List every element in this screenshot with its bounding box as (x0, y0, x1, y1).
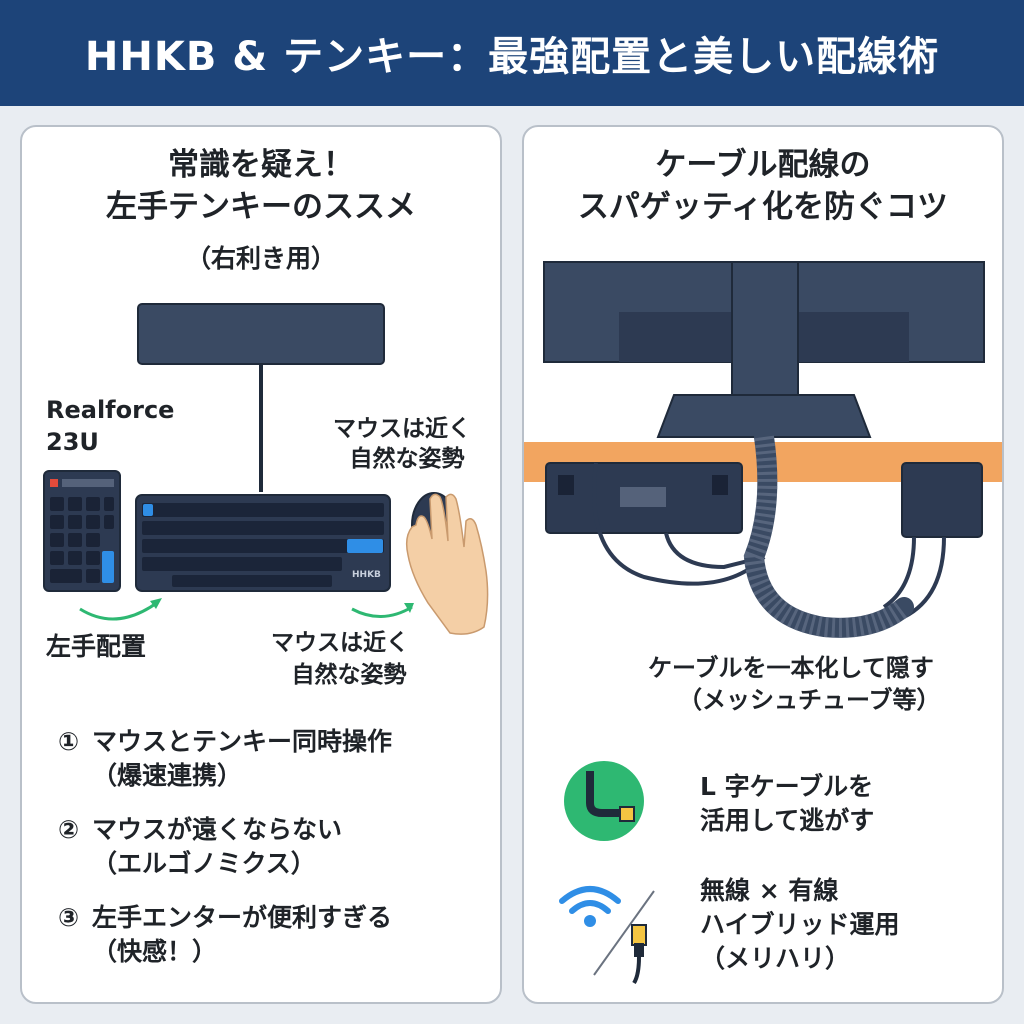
list-item-sub: （快感！） (92, 936, 218, 966)
keyboard-logo: HHKB (352, 570, 381, 580)
list-item-text: マウスが遠くならない (92, 815, 343, 844)
left-hand-label: 左手配置 (46, 632, 147, 661)
usb-hub-icon (901, 462, 983, 538)
monitor-icon (137, 303, 385, 365)
monitor-base (656, 394, 872, 438)
right-panel-title-line1: ケーブル配線の (655, 147, 871, 183)
cable-label-line2: （メッシュチューブ等） (678, 686, 941, 714)
cable (664, 532, 765, 570)
mouse-label-bottom-line1: マウスは近く (271, 630, 409, 656)
right-panel-title-line2: スパゲッティ化を防ぐコツ (577, 189, 949, 225)
list-item-sub: （エルゴノミクス） (92, 848, 316, 878)
l-cable-icon (564, 761, 644, 841)
tip1-line2: 活用して逃がす (700, 806, 875, 835)
wifi-icon (559, 886, 621, 927)
list-item-text: 左手エンターが便利すぎる (92, 903, 393, 932)
left-panel-subtitle: （右利き用） (185, 244, 336, 273)
list-item-2: ② マウスが遠くならない （エルゴノミクス） (58, 813, 342, 881)
mouse-label-top-line1: マウスは近く (333, 416, 471, 442)
tip2-line1: 無線 × 有線 (700, 876, 839, 905)
right-diagram (524, 261, 1002, 638)
tip2-line2: ハイブリッド運用 (700, 910, 900, 939)
left-diagram: HHKB (43, 303, 489, 635)
mouse-label-bottom-line2: 自然な姿勢 (291, 662, 407, 688)
page-title: HHKB & テンキー：最強配置と美しい配線術 (84, 34, 940, 80)
left-panel: 常識を疑え！ 左手テンキーのススメ （右利き用） (20, 125, 502, 1004)
cable-label-line1: ケーブルを一本化して隠す (648, 654, 934, 682)
hand-icon (405, 493, 489, 635)
mesh-tube-icon (743, 427, 914, 638)
numpad-label-line2: 23U (46, 428, 99, 456)
tip1-line1: L 字ケーブルを (700, 772, 874, 801)
mouse-label-top-line2: 自然な姿勢 (349, 446, 465, 472)
header-banner: HHKB & テンキー：最強配置と美しい配線術 (0, 0, 1024, 106)
left-panel-title-line1: 常識を疑え！ (168, 147, 354, 183)
list-item-sub: （爆速連携） (92, 760, 243, 790)
cable (882, 536, 916, 609)
list-item-text: マウスとテンキー同時操作 (92, 727, 393, 756)
right-panel: ケーブル配線の スパゲッティ化を防ぐコツ ケーブルを一本化して隠す （メッシュチ… (522, 125, 1004, 1004)
list-item-3: ③ 左手エンターが便利すぎる （快感！） (58, 901, 392, 969)
list-item-number: ② (58, 815, 80, 844)
cable (592, 462, 766, 586)
left-arrow-icon (79, 600, 159, 621)
wireless-wired-icon (559, 886, 655, 985)
numpad-icon (43, 470, 121, 592)
list-item-number: ③ (58, 903, 80, 932)
wired-plug-icon (631, 924, 647, 985)
right-arrow-icon (351, 605, 413, 619)
list-item-1: ① マウスとテンキー同時操作 （爆速連携） (58, 725, 392, 793)
tip2-line3: （メリハリ） (700, 944, 851, 973)
numpad-label-line1: Realforce (46, 396, 175, 424)
list-item-number: ① (58, 727, 80, 756)
left-panel-title-line2: 左手テンキーのススメ (106, 189, 416, 225)
keyboard-icon (135, 494, 391, 592)
